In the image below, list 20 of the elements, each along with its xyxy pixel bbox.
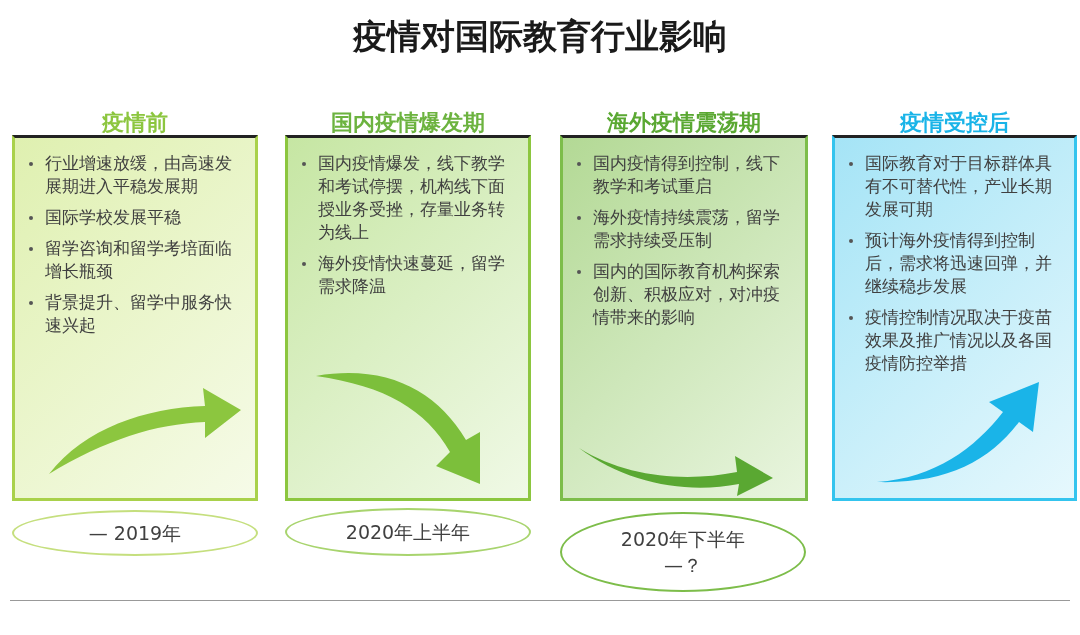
- title: 疫情对国际教育行业影响: [352, 15, 728, 58]
- stage-heading: 国内疫情爆发期: [330, 109, 486, 137]
- bullet-text: 国内的国际教育机构探索创新、积极应对，对冲疫情带来的影响: [593, 261, 780, 327]
- bullet-text: 海外疫情持续震荡，留学需求持续受压制: [593, 207, 780, 250]
- period-label: 2020年上半年: [345, 520, 471, 545]
- bullet-text: 留学咨询和留学考培面临增长瓶颈: [45, 238, 232, 281]
- bullet-text: 行业增速放缓，由高速发展期进入平稳发展期: [45, 153, 232, 196]
- bullet-text: 国际教育对于目标群体具有不可替代性，产业长期发展可期: [865, 153, 1052, 219]
- bullet-text: 预计海外疫情得到控制后，需求将迅速回弹，并继续稳步发展: [865, 230, 1052, 296]
- bullet-text: 背景提升、留学中服务快速兴起: [45, 292, 232, 335]
- bullet-text: 国内疫情得到控制，线下教学和考试重启: [593, 153, 780, 196]
- stage-heading: 疫情前: [101, 109, 169, 137]
- bullet-text: 海外疫情快速蔓延，留学需求降温: [318, 253, 505, 296]
- stage-heading: 疫情受控后: [898, 109, 1011, 137]
- bullet-text: 疫情控制情况取决于疫苗效果及推广情况以及各国疫情防控举措: [865, 307, 1052, 373]
- period-label: 2020年下半年 —？: [619, 527, 747, 578]
- bullet-text: 国内疫情爆发，线下教学和考试停摆，机构线下面授业务受挫，存量业务转为线上: [318, 153, 505, 242]
- bullet-text: 国际学校发展平稳: [45, 207, 181, 227]
- period-label: — 2019年: [88, 521, 182, 546]
- stage-heading: 海外疫情震荡期: [606, 109, 762, 137]
